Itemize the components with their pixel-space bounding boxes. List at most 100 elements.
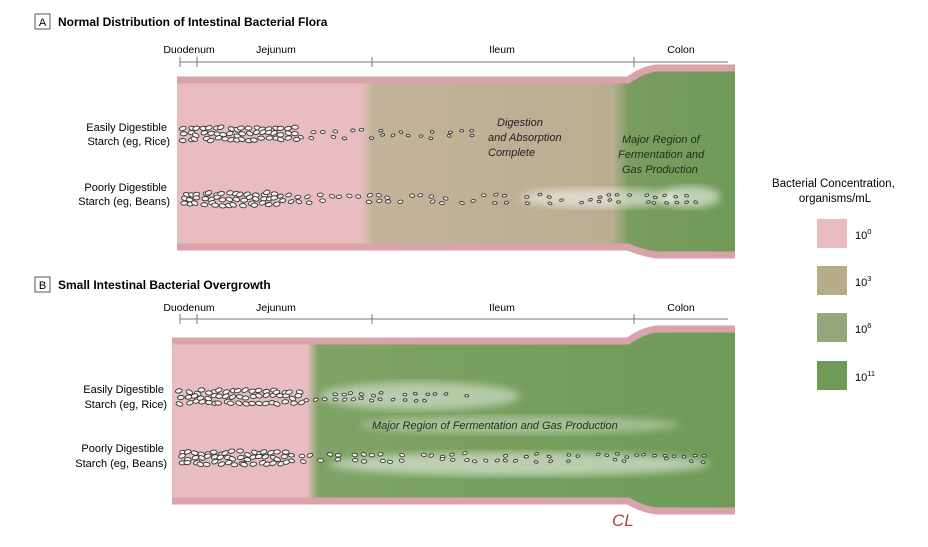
food-particle bbox=[369, 398, 375, 403]
food-particle bbox=[546, 195, 552, 199]
food-particle bbox=[616, 200, 621, 204]
food-particle bbox=[330, 134, 337, 140]
food-particle bbox=[646, 200, 651, 204]
food-particle bbox=[319, 198, 326, 203]
panel-b-gas-cloud-1 bbox=[320, 382, 520, 410]
panel-a-note-fermentation: Major Region of Fermentation and Gas Pro… bbox=[618, 134, 707, 176]
food-particle bbox=[306, 452, 314, 458]
food-particle bbox=[378, 391, 384, 395]
food-particle bbox=[503, 454, 509, 458]
food-particle bbox=[596, 199, 602, 204]
food-particle bbox=[352, 458, 359, 463]
food-particle bbox=[273, 401, 281, 407]
panel-b-title: Small Intestinal Bacterial Overgrowth bbox=[58, 278, 271, 292]
food-particle bbox=[236, 191, 244, 198]
food-particle bbox=[409, 193, 416, 198]
food-particle bbox=[385, 199, 392, 204]
food-particle bbox=[217, 461, 226, 467]
food-particle bbox=[258, 200, 267, 206]
food-particle bbox=[243, 457, 252, 463]
food-particle bbox=[178, 453, 186, 459]
food-particle bbox=[566, 453, 572, 457]
food-particle bbox=[205, 125, 213, 131]
panel-a-rice-particles bbox=[178, 124, 475, 144]
food-particle bbox=[615, 452, 620, 456]
food-particle bbox=[524, 195, 530, 199]
food-particle bbox=[469, 128, 474, 133]
food-particle bbox=[399, 452, 405, 458]
food-particle bbox=[360, 452, 367, 457]
food-particle bbox=[270, 130, 278, 136]
legend-label-1e6: 106 bbox=[855, 321, 871, 336]
food-particle bbox=[502, 458, 508, 463]
food-particle bbox=[224, 459, 233, 466]
food-particle bbox=[292, 136, 301, 142]
food-particle bbox=[688, 459, 694, 464]
food-particle bbox=[432, 392, 438, 396]
food-particle bbox=[359, 392, 365, 397]
food-particle bbox=[335, 194, 343, 199]
food-particle bbox=[377, 452, 384, 457]
food-particle bbox=[523, 454, 529, 459]
food-particle bbox=[217, 191, 225, 197]
food-particle bbox=[255, 393, 263, 399]
legend-swatch-1e6 bbox=[817, 313, 847, 342]
food-particle bbox=[249, 461, 258, 467]
food-particle bbox=[264, 201, 273, 208]
food-particle bbox=[566, 459, 571, 463]
food-particle bbox=[700, 460, 706, 464]
food-particle bbox=[439, 201, 445, 206]
food-particle bbox=[269, 460, 277, 466]
food-particle bbox=[471, 459, 478, 464]
food-particle bbox=[200, 130, 208, 136]
food-particle bbox=[398, 458, 405, 463]
food-particle bbox=[579, 200, 584, 205]
food-particle bbox=[439, 457, 446, 462]
food-particle bbox=[308, 135, 315, 141]
panel-a-wall-top bbox=[177, 64, 735, 84]
food-particle bbox=[701, 454, 707, 458]
food-particle bbox=[402, 398, 408, 402]
food-particle bbox=[198, 455, 206, 461]
food-particle bbox=[288, 458, 295, 464]
panel-b: B Small Intestinal Bacterial Overgrowth … bbox=[34, 276, 735, 530]
legend-swatch-1e0 bbox=[817, 219, 847, 248]
food-particle bbox=[533, 460, 539, 464]
food-particle bbox=[464, 458, 470, 462]
panel-b-bean-particles bbox=[178, 448, 707, 468]
food-particle bbox=[428, 194, 435, 199]
food-particle bbox=[512, 459, 518, 463]
food-particle bbox=[351, 452, 358, 458]
food-particle bbox=[316, 192, 324, 198]
food-particle bbox=[448, 130, 453, 134]
food-particle bbox=[240, 197, 249, 203]
food-particle bbox=[449, 457, 456, 462]
food-particle bbox=[469, 133, 475, 138]
food-particle bbox=[270, 195, 278, 201]
food-particle bbox=[547, 201, 553, 206]
food-particle bbox=[183, 449, 192, 455]
food-particle bbox=[221, 393, 230, 400]
food-particle bbox=[390, 133, 396, 138]
food-particle bbox=[674, 200, 680, 205]
food-particle bbox=[378, 129, 384, 133]
food-particle bbox=[228, 456, 237, 462]
food-particle bbox=[233, 388, 242, 394]
food-particle bbox=[321, 397, 328, 402]
food-particle bbox=[265, 135, 274, 141]
food-particle bbox=[459, 129, 465, 133]
food-particle bbox=[228, 394, 237, 400]
food-particle bbox=[303, 398, 310, 403]
food-particle bbox=[259, 449, 268, 455]
food-particle bbox=[244, 125, 253, 131]
food-particle bbox=[263, 189, 271, 196]
food-particle bbox=[317, 458, 324, 463]
food-particle bbox=[597, 195, 603, 199]
panel-a-row2-label: Poorly Digestible Starch (eg, Beans) bbox=[78, 182, 170, 208]
food-particle bbox=[281, 399, 290, 405]
panel-a-title: Normal Distribution of Intestinal Bacter… bbox=[58, 15, 328, 29]
food-particle bbox=[298, 453, 306, 459]
food-particle bbox=[398, 130, 404, 134]
food-particle bbox=[501, 193, 507, 198]
panel-b-wall-bottom bbox=[172, 497, 735, 515]
